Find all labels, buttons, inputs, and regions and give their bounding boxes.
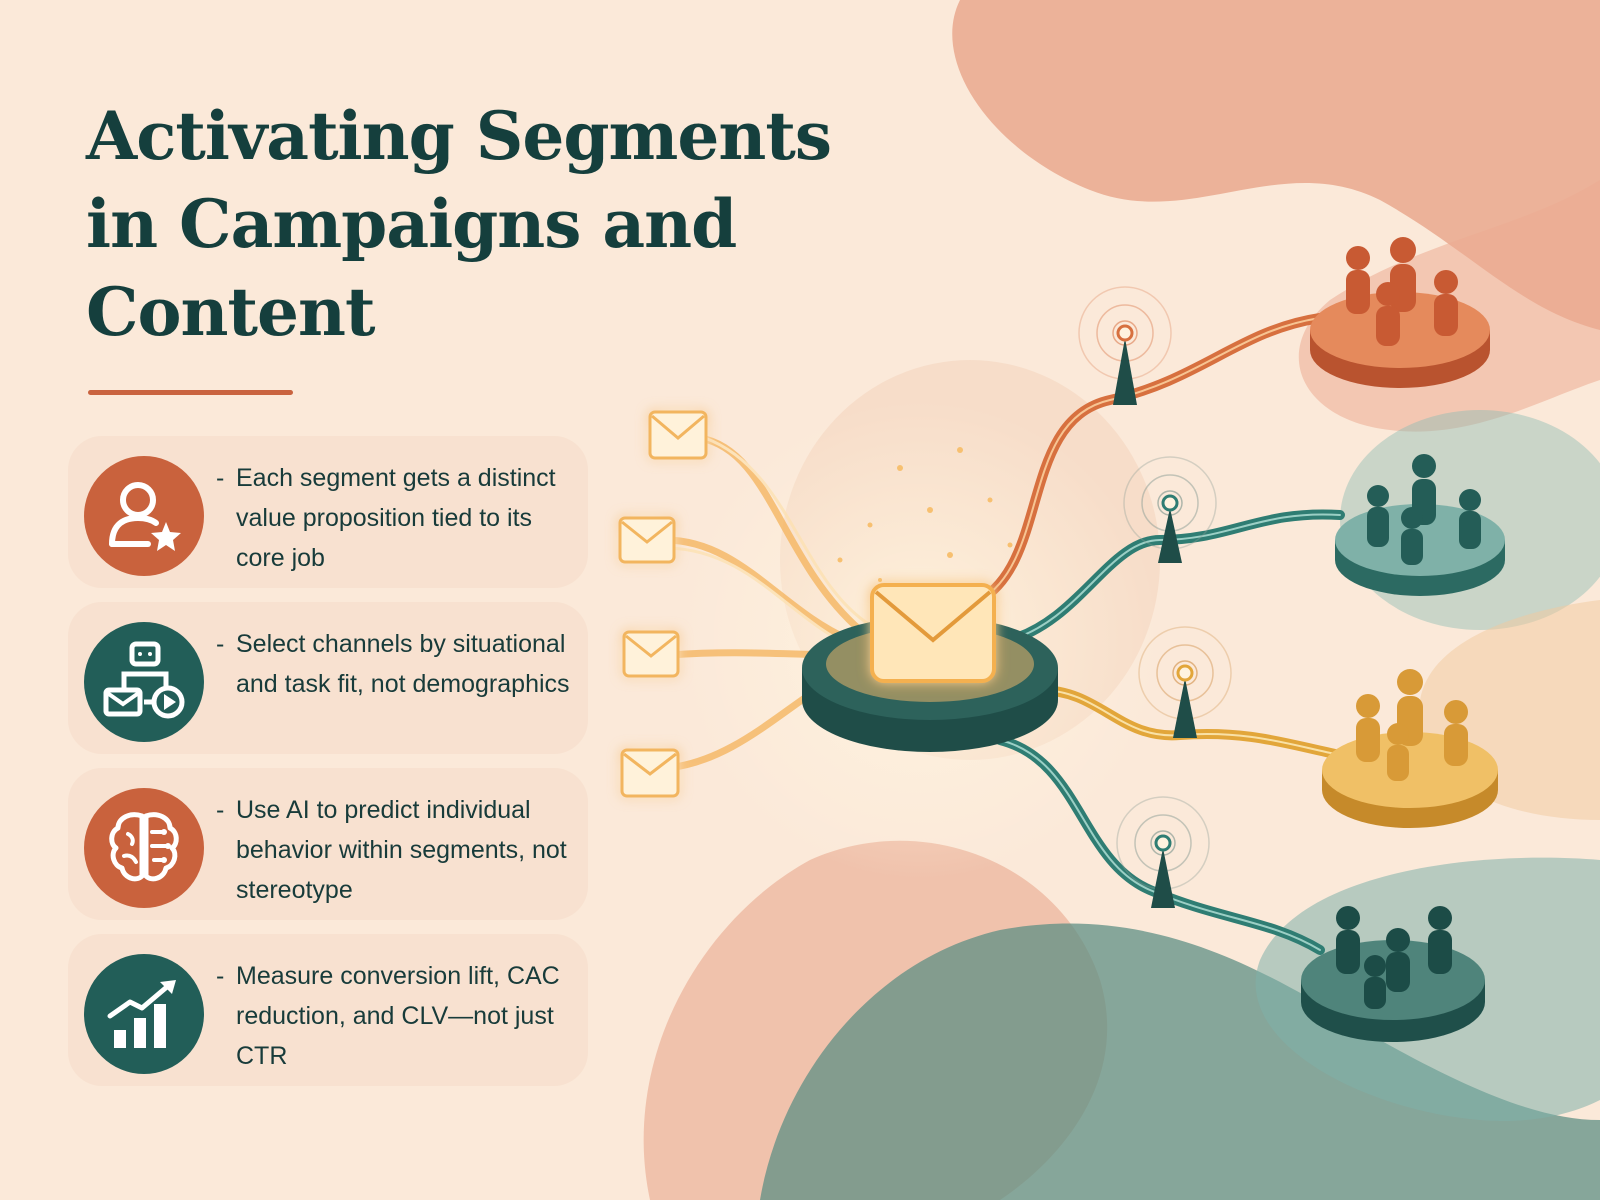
item-text: -Use AI to predict individual behavior w… [216,796,567,904]
growth-chart-icon [84,954,204,1074]
segment-group-teal [1335,454,1505,596]
broadcast-tower-icon [1123,456,1217,563]
central-envelope-icon [870,583,996,683]
segment-group-gold [1322,669,1498,828]
blob-bottom-teal [760,923,1600,1200]
item-text: -Select channels by situational and task… [216,630,570,698]
title-underline [88,390,293,395]
path-orange [975,313,1325,605]
brain-circuit-icon [84,788,204,908]
list-item: -Measure conversion lift, CAC reduction,… [68,934,588,1086]
user-star-icon [84,456,204,576]
envelope-icon [648,410,708,460]
broadcast-tower-icon [1078,286,1172,405]
list-item: -Use AI to predict individual behavior w… [68,768,588,920]
blob-top-right [952,0,1600,330]
item-text: -Each segment gets a distinct value prop… [216,464,556,572]
page-title: Activating Segments in Campaigns and Con… [86,97,832,351]
channels-icon [84,622,204,742]
broadcast-tower-icon [1116,796,1210,908]
segment-group-teal-dark [1301,906,1485,1042]
segment-distribution-diagram [618,237,1505,1042]
sparkles [837,447,1013,582]
bullet-list: -Each segment gets a distinct value prop… [68,436,588,1100]
broadcast-tower-icon [1138,626,1232,738]
list-item: -Each segment gets a distinct value prop… [68,436,588,588]
outgoing-paths [975,313,1345,955]
segment-group-orange [1310,237,1490,388]
list-item: -Select channels by situational and task… [68,602,588,754]
envelope-icon [618,516,676,564]
envelope-icon [620,748,680,798]
envelope-icon [622,630,680,678]
item-text: -Measure conversion lift, CAC reduction,… [216,962,560,1070]
